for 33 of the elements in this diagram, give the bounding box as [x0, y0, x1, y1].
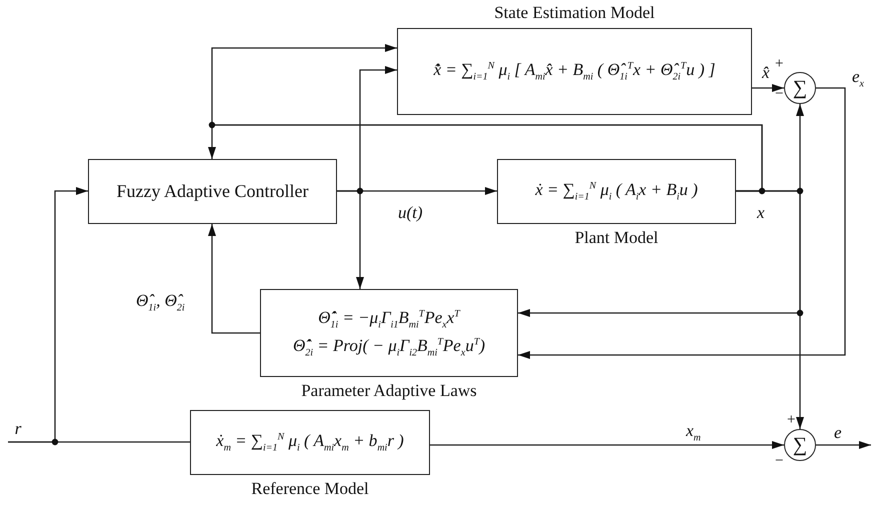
sign-label: + — [787, 413, 796, 428]
arrow — [208, 224, 260, 334]
sign-label: + — [775, 57, 784, 72]
block-caption: Parameter Adaptive Laws — [301, 381, 477, 401]
edge-label: x$_{m}$ — [686, 422, 701, 444]
arrow — [430, 441, 784, 449]
sum-symbol: ∑ — [792, 78, 808, 98]
equation: Θ̂̇$_{2i}$ = Proj( − μ$_{i}$Γ$_{i2}$B$_{mi}$$^{T}$Pe$_{x}$u$^{T}$) — [292, 336, 486, 358]
equation: ẋ$_{m}$ = ∑$_{i=1}$$^{N}$ μ$_{i}$ ( A$_{mi}$x$_{m}$ + b$_{mi}$r ) — [216, 431, 404, 454]
sum-symbol: ∑ — [792, 435, 808, 455]
arrow — [8, 187, 88, 443]
edge-label: u(t) — [398, 204, 423, 221]
edge-label: Θ̂$_{1i}$, Θ̂$_{2i}$ — [136, 292, 185, 314]
equation: ẋ = ∑$_{i=1}$$^{N}$ μ$_{i}$ ( A$_{i}$x + B$_{i}$u ) — [535, 180, 698, 203]
block-title: Fuzzy Adaptive Controller — [116, 181, 308, 202]
sign-label: − — [775, 87, 784, 102]
arrow — [337, 190, 364, 289]
equation: x̂̇ = ∑$_{i=1}$$^{N}$ μ$_{i}$ [ A$_{mi}$x̂ + B$_{mi}$ ( Θ̂$_{1i}$$^{T}$x + Θ̂$_{2i}$$^{T}$u ) ] — [434, 60, 716, 83]
edge-label: e$_{x}$ — [852, 68, 864, 90]
arrow — [816, 441, 871, 449]
edge-label: x̂ — [762, 64, 770, 81]
arrow — [518, 87, 846, 359]
block-box — [88, 159, 337, 224]
signal-label: r — [14, 420, 22, 437]
arrow — [752, 84, 784, 92]
block-caption: Reference Model — [251, 479, 369, 499]
edge-label: e — [834, 424, 842, 441]
arrow — [518, 190, 801, 317]
signal-label: x — [757, 204, 765, 221]
sign-label: − — [775, 454, 784, 469]
equation: Θ̂̇$_{1i}$ = −μ$_{i}$Γ$_{i1}$B$_{mi}$$^{T}$Pe$_{x}$x$^{T}$ — [318, 308, 460, 330]
block-caption: Plant Model — [574, 228, 658, 248]
block-caption: State Estimation Model — [494, 3, 655, 23]
